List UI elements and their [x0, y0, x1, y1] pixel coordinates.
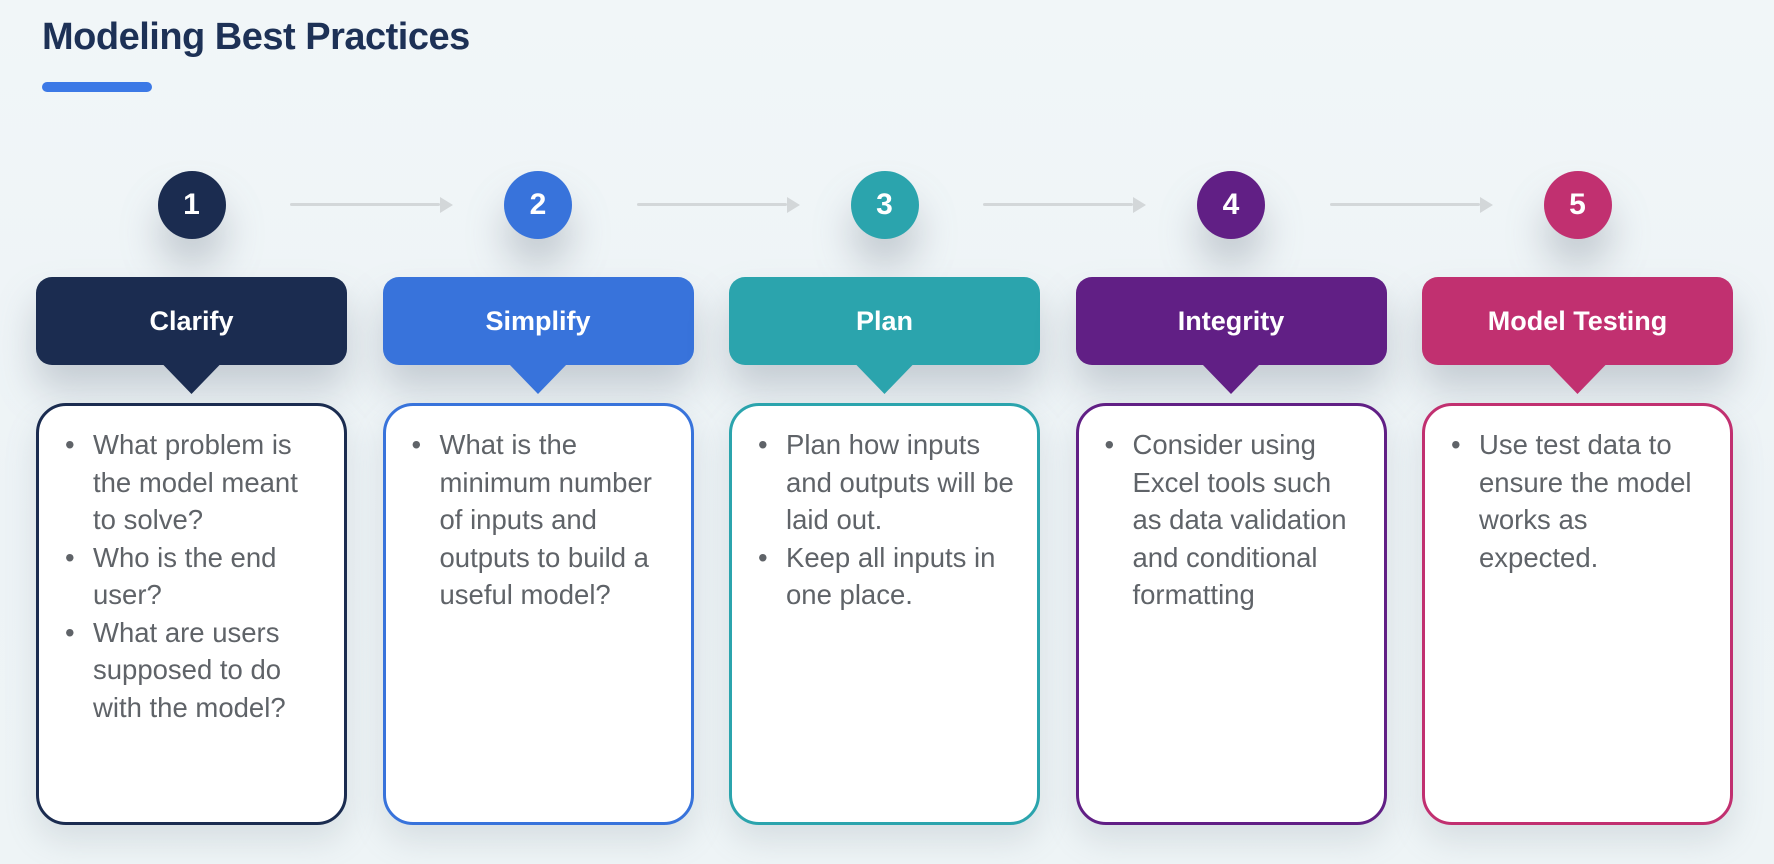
- step-number-badge: 5: [1543, 171, 1612, 239]
- step-number: 3: [876, 188, 893, 221]
- arrow-shaft: [637, 203, 787, 206]
- bullet-item: Who is the end user?: [57, 539, 328, 614]
- step-card: What is the minimum number of inputs and…: [382, 403, 694, 825]
- step-number: 4: [1222, 188, 1240, 221]
- step-title: Clarify: [149, 305, 234, 336]
- step-arrow-2-to-3: [637, 195, 800, 215]
- step-number: 5: [1569, 188, 1586, 221]
- card-bullets: Use test data to ensure the model works …: [1443, 426, 1714, 576]
- arrow-head-icon: [440, 196, 453, 213]
- speech-pointer: [509, 364, 567, 394]
- step-number: 1: [183, 188, 200, 221]
- card-bullets: What is the minimum number of inputs and…: [404, 426, 675, 614]
- arrow-head-icon: [1480, 196, 1493, 213]
- step-title: Plan: [855, 305, 914, 336]
- step-column-simplify: 2 Simplify What is the minimum number of…: [382, 0, 694, 864]
- step-number-badge: 4: [1197, 171, 1265, 239]
- speech-pointer: [855, 364, 914, 394]
- step-card: Plan how inputs and outputs will be laid…: [729, 403, 1040, 825]
- bullet-item: Consider using Excel tools such as data …: [1097, 426, 1368, 614]
- speech-pointer: [162, 364, 221, 394]
- step-number-badge: 2: [504, 171, 572, 239]
- step-number-badge: 3: [850, 171, 919, 239]
- bullet-item: What problem is the model meant to solve…: [57, 426, 328, 539]
- arrow-shaft: [290, 203, 440, 206]
- step-number: 2: [529, 188, 547, 221]
- arrow-shaft: [1330, 203, 1480, 206]
- step-header: Simplify: [382, 277, 694, 365]
- bullet-item: What is the minimum number of inputs and…: [404, 426, 675, 614]
- step-arrow-3-to-4: [983, 195, 1146, 215]
- speech-pointer: [1548, 364, 1607, 394]
- step-header: Integrity: [1075, 277, 1387, 365]
- card-bullets: Consider using Excel tools such as data …: [1097, 426, 1368, 614]
- step-arrow-4-to-5: [1330, 195, 1493, 215]
- arrow-head-icon: [1133, 196, 1146, 213]
- bullet-item: Use test data to ensure the model works …: [1443, 426, 1714, 576]
- speech-pointer: [1202, 364, 1260, 394]
- step-title: Model Testing: [1487, 305, 1668, 336]
- card-bullets: Plan how inputs and outputs will be laid…: [750, 426, 1021, 614]
- arrow-head-icon: [787, 196, 800, 213]
- step-column-plan: 3 Plan Plan how inputs and outputs will …: [729, 0, 1040, 864]
- step-header: Plan: [729, 277, 1040, 365]
- title-underline-bar: [42, 82, 152, 92]
- bullet-item: What are users supposed to do with the m…: [57, 614, 328, 727]
- steps-row: 1 Clarify What problem is the model mean…: [36, 0, 1733, 864]
- step-card: What problem is the model meant to solve…: [36, 403, 347, 825]
- step-arrow-1-to-2: [290, 195, 453, 215]
- step-card: Consider using Excel tools such as data …: [1075, 403, 1387, 825]
- page-title: Modeling Best Practices: [42, 16, 470, 58]
- step-title: Integrity: [1177, 305, 1285, 336]
- step-column-clarify: 1 Clarify What problem is the model mean…: [36, 0, 347, 864]
- step-card: Use test data to ensure the model works …: [1422, 403, 1733, 825]
- step-header: Model Testing: [1422, 277, 1733, 365]
- bullet-item: Plan how inputs and outputs will be laid…: [750, 426, 1021, 539]
- step-title: Simplify: [485, 305, 591, 336]
- step-column-model-testing: 5 Model Testing Use test data to ensure …: [1422, 0, 1733, 864]
- step-header: Clarify: [36, 277, 347, 365]
- step-column-integrity: 4 Integrity Consider using Excel tools s…: [1075, 0, 1387, 864]
- bullet-item: Keep all inputs in one place.: [750, 539, 1021, 614]
- arrow-shaft: [983, 203, 1133, 206]
- card-bullets: What problem is the model meant to solve…: [57, 426, 328, 726]
- step-number-badge: 1: [157, 171, 226, 239]
